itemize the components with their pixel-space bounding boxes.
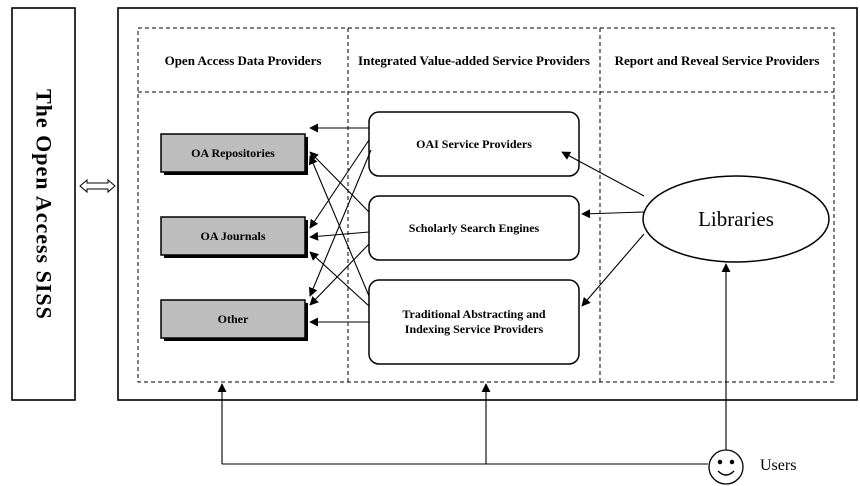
arrow-libraries-to-search bbox=[581, 209, 645, 219]
scholarly-search-engines-label: Scholarly Search Engines bbox=[408, 220, 540, 235]
arrow-libraries-to-traditional bbox=[581, 233, 645, 307]
column-header-report-reveal: Report and Reveal Service Providers bbox=[614, 52, 820, 68]
other-label: Other bbox=[217, 311, 249, 326]
column-header-service-providers: Integrated Value-added Service Providers bbox=[358, 52, 590, 68]
arrow-oai-to-other bbox=[308, 149, 372, 297]
arrow-libraries-to-oai bbox=[561, 151, 645, 197]
oai-service-providers-box bbox=[368, 111, 580, 177]
traditional-ai-label: Traditional Abstracting and Indexing Ser… bbox=[402, 307, 546, 336]
oa-journals-box bbox=[160, 216, 308, 258]
arrow-search-to-other bbox=[309, 243, 370, 306]
panel-connector-arrow bbox=[79, 178, 116, 194]
scholarly-search-engines-box bbox=[368, 195, 580, 261]
arrow-traditional-to-journals bbox=[309, 251, 370, 307]
arrow-search-to-journals bbox=[309, 231, 370, 241]
arrow-traditional-to-repositories bbox=[308, 155, 370, 297]
oa-journals-label: OA Journals bbox=[200, 228, 266, 243]
arrow-search-to-repositories bbox=[309, 151, 370, 213]
left-panel-title: The Open Access SISS bbox=[31, 88, 57, 320]
users-smiley-icon bbox=[708, 449, 744, 485]
oai-service-providers-label: OAI Service Providers bbox=[416, 136, 532, 151]
arrow-oai-to-journals bbox=[309, 139, 370, 229]
column-header-data-providers: Open Access Data Providers bbox=[164, 52, 322, 68]
left-panel-box bbox=[11, 7, 76, 401]
libraries-ellipse bbox=[642, 175, 830, 263]
other-box bbox=[160, 299, 308, 341]
oa-repositories-label: OA Repositories bbox=[191, 145, 275, 160]
oa-repositories-box bbox=[160, 133, 308, 175]
users-label: Users bbox=[760, 457, 797, 474]
libraries-label: Libraries bbox=[698, 206, 774, 231]
